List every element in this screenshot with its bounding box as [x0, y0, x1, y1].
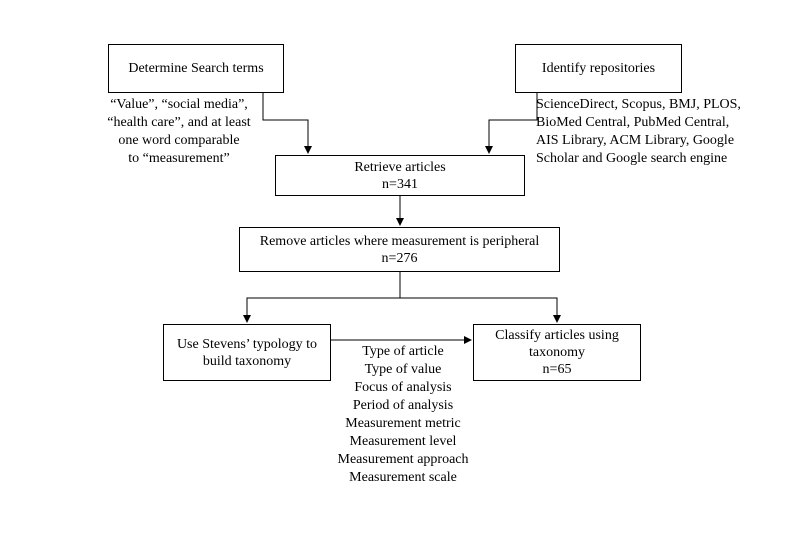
retrieve-articles-label: Retrieve articles [354, 159, 446, 175]
branch-line [243, 272, 401, 323]
classify-articles-line2: taxonomy [529, 345, 585, 360]
repositories-box: Identify repositories [515, 44, 682, 93]
branch-line-right [400, 297, 561, 323]
stevens-typology-box: Use Stevens’ typology to build taxonomy [163, 324, 331, 381]
repositories-annotation-line: ScienceDirect, Scopus, BMJ, PLOS, [536, 97, 741, 112]
repositories-annotation: ScienceDirect, Scopus, BMJ, PLOS, BioMed… [536, 96, 766, 168]
search-terms-annotation: “Value”, “social media”, “health care”, … [100, 96, 258, 168]
remove-articles-label: Remove articles where measurement is per… [259, 233, 540, 249]
search-terms-annotation-line: “Value”, “social media”, [110, 97, 248, 112]
remove-articles-count: n=276 [381, 250, 418, 266]
arrow-search-to-retrieve [262, 93, 312, 154]
taxonomy-dimension-item: Measurement approach [337, 452, 469, 467]
stevens-typology-line1: Use Stevens’ typology to [176, 336, 318, 352]
repositories-annotation-line: Scholar and Google search engine [536, 151, 728, 166]
search-terms-label: Determine Search terms [128, 61, 264, 76]
classify-articles-box: Classify articles using taxonomy n=65 [473, 324, 641, 381]
arrow-repos-to-retrieve [485, 93, 538, 154]
repositories-annotation-line: BioMed Central, PubMed Central, [536, 115, 730, 130]
taxonomy-dimension-item: Focus of analysis [354, 380, 452, 395]
taxonomy-dimension-item: Period of analysis [352, 398, 454, 413]
taxonomy-dimensions-list: Type of article Type of value Focus of a… [323, 343, 483, 487]
repositories-label: Identify repositories [541, 61, 656, 76]
retrieve-articles-count: n=341 [382, 176, 418, 192]
repositories-annotation-line: AIS Library, ACM Library, Google [536, 133, 735, 148]
taxonomy-dimension-item: Measurement metric [345, 416, 461, 431]
search-terms-box: Determine Search terms [108, 44, 284, 93]
taxonomy-dimension-item: Type of article [362, 344, 444, 359]
remove-articles-box: Remove articles where measurement is per… [239, 227, 560, 272]
taxonomy-dimension-item: Measurement level [349, 434, 457, 449]
classify-articles-line1: Classify articles using [495, 328, 619, 343]
stevens-typology-line2: build taxonomy [202, 353, 292, 369]
search-terms-annotation-line: “health care”, and at least [107, 115, 251, 130]
search-terms-annotation-line: to “measurement” [128, 151, 230, 166]
search-terms-annotation-line: one word comparable [118, 133, 240, 148]
classify-articles-count: n=65 [542, 362, 572, 377]
taxonomy-dimension-item: Measurement scale [349, 470, 457, 485]
taxonomy-dimension-item: Type of value [364, 362, 442, 377]
retrieve-articles-box: Retrieve articles n=341 [275, 155, 525, 196]
